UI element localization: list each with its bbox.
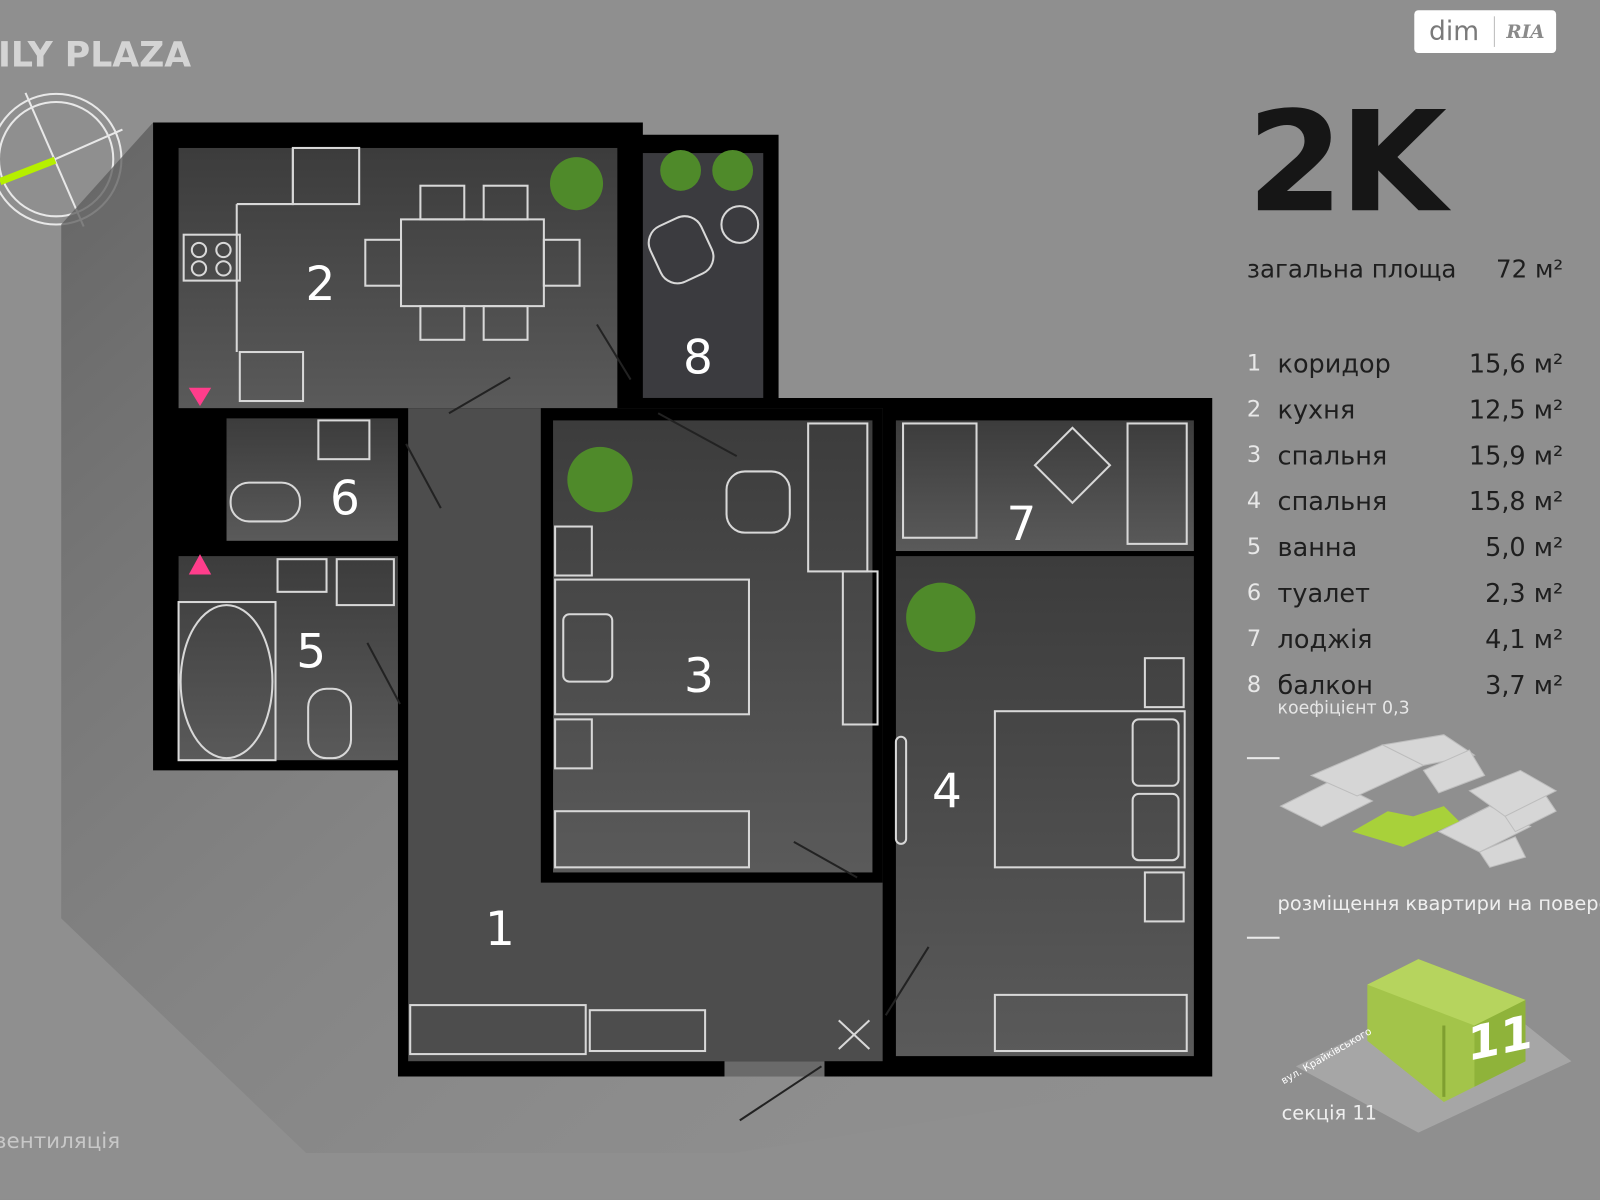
logo-divider: [1493, 16, 1495, 47]
room-list: 1 коридор 15,6 м² 2 кухня 12,5 м² 3 спальня 15…: [1247, 341, 1563, 708]
washbasin-5: [276, 558, 328, 593]
room-number-5: 5: [296, 623, 327, 679]
building-section-illustration: [1295, 959, 1572, 1133]
room-row: 3 спальня 15,9 м²: [1247, 433, 1563, 479]
room-number-7: 7: [1006, 495, 1037, 552]
room-number-3: 3: [684, 647, 714, 704]
marker-down-icon: [188, 387, 212, 407]
room-name: спальня: [1277, 440, 1388, 471]
mirror-4: [894, 735, 908, 845]
room-area: 3,7 м²: [1485, 670, 1564, 700]
room-row: 8 балкон 3,7 м²: [1247, 662, 1563, 708]
logo-dim: dim: [1429, 16, 1480, 47]
bed-4: [993, 710, 1186, 869]
room-name: кухня: [1277, 394, 1356, 425]
room-5-bath-floor: [178, 556, 398, 761]
total-area-row: загальна площа 72 м²: [1247, 255, 1563, 284]
washbasin-6: [317, 419, 371, 461]
room-number: 2: [1246, 396, 1262, 423]
apartment-type: 2K: [1246, 82, 1447, 244]
room-number: 5: [1246, 534, 1262, 561]
bed-3: [554, 578, 750, 716]
floor-plan: [61, 122, 1213, 1154]
room-number: 7: [1246, 626, 1262, 653]
room-number: 3: [1246, 442, 1262, 469]
logo-ria: RIA: [1506, 20, 1545, 43]
wardrobe-3: [554, 810, 750, 869]
room-row: 5 ванна 5,0 м²: [1247, 524, 1563, 570]
total-area-label: загальна площа: [1246, 255, 1457, 284]
wardrobe-4: [993, 993, 1188, 1053]
room-number: 1: [1246, 351, 1262, 377]
room-row: 2 кухня 12,5 м²: [1247, 387, 1563, 433]
room-number-2: 2: [305, 256, 336, 312]
room-number-8: 8: [683, 329, 713, 385]
room-area: 15,6 м²: [1468, 348, 1564, 379]
entrance-gap: [724, 1061, 825, 1077]
dim-ria-logo[interactable]: dim RIA: [1414, 10, 1557, 54]
room-number-4: 4: [931, 763, 962, 819]
toilet-6: [229, 481, 302, 523]
drop-shadow: [61, 122, 1213, 1154]
hall-cabinet: [409, 1004, 587, 1056]
room-row: 6 туалет 2,3 м²: [1247, 570, 1563, 616]
divider: [1246, 936, 1280, 939]
stove: [182, 233, 241, 282]
section-caption: секція 11: [1281, 1102, 1378, 1125]
room-name: балкон: [1277, 670, 1373, 700]
room-area: 4,1 м²: [1485, 624, 1564, 655]
total-area-value: 72 м²: [1496, 255, 1564, 284]
ventilation-label: вентиляція: [0, 1128, 121, 1154]
brand-title: ILY PLAZA: [0, 34, 192, 76]
room-row: 1 коридор 15,6 м²: [1247, 341, 1563, 387]
chair-3: [725, 470, 791, 534]
toilet-5: [307, 687, 353, 760]
room-row: 4 спальня 15,8 м²: [1247, 479, 1563, 525]
room-number-6: 6: [329, 470, 360, 526]
desk-3: [807, 422, 869, 573]
sink: [238, 351, 305, 403]
marker-up-icon: [188, 554, 212, 575]
plant-icons: [549, 149, 976, 653]
balcony-coefficient: коефіцієнт 0,3: [1277, 697, 1410, 719]
room-number: 8: [1246, 672, 1262, 698]
room-7-loggia-floor: [895, 420, 1194, 552]
room-name: ванна: [1277, 532, 1358, 563]
room-row: 7 лоджія 4,1 м²: [1247, 616, 1563, 662]
room-number: 6: [1246, 580, 1262, 607]
floor-location-map: [1279, 734, 1558, 868]
room-number: 4: [1246, 488, 1262, 515]
room-area: 2,3 м²: [1485, 578, 1564, 609]
divider: [1246, 757, 1280, 760]
balcony-chair: [647, 215, 715, 285]
room-area: 5,0 м²: [1485, 532, 1564, 563]
room-name: туалет: [1277, 578, 1370, 609]
shelf-3: [841, 570, 879, 726]
loggia-chair: [1033, 426, 1112, 505]
room-name: коридор: [1277, 348, 1391, 379]
furniture: [177, 146, 1188, 1122]
highlighted-apartment: [1352, 806, 1460, 847]
room-area: 12,5 м²: [1468, 394, 1564, 425]
balcony-table: [720, 205, 760, 244]
room-number-1: 1: [485, 901, 515, 957]
room-area: 15,8 м²: [1468, 486, 1564, 517]
loggia-bath: [902, 422, 978, 539]
room-area: 15,9 м²: [1468, 440, 1564, 471]
floor-location-caption: розміщення квартири на поверсі: [1277, 892, 1600, 916]
bathtub: [179, 604, 274, 760]
room-name: спальня: [1277, 486, 1388, 517]
room-name: лоджія: [1277, 624, 1373, 655]
